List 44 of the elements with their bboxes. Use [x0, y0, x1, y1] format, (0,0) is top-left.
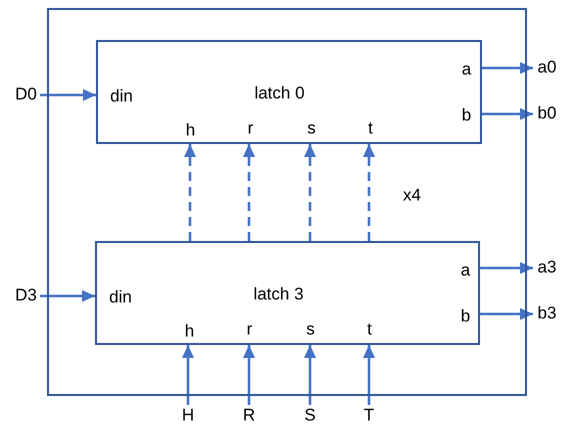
port-label: a	[460, 261, 470, 280]
repeat-count-label: x4	[403, 186, 421, 206]
signal-label: b0	[538, 104, 556, 124]
port-label: h	[186, 121, 196, 140]
latch-block	[94, 240, 480, 344]
port-label: t	[367, 320, 372, 339]
port-label: r	[246, 320, 252, 339]
port-label: din	[109, 288, 132, 307]
signal-label: D3	[15, 286, 37, 306]
port-label: din	[110, 87, 133, 106]
arrow	[243, 345, 255, 405]
dashed-arrow	[363, 144, 375, 241]
port-label: t	[368, 119, 373, 138]
dashed-arrow	[243, 144, 255, 241]
arrow	[182, 345, 194, 405]
arrow	[363, 345, 375, 405]
port-label: s	[307, 119, 316, 138]
latch-block	[96, 40, 482, 144]
block-title: latch 3	[253, 285, 304, 304]
arrow	[40, 89, 96, 101]
signal-label: T	[364, 406, 374, 426]
port-label: r	[248, 119, 254, 138]
port-label: b	[460, 307, 470, 326]
arrow	[304, 345, 316, 405]
arrow	[40, 290, 95, 302]
signal-label: a3	[538, 258, 556, 278]
port-label: a	[462, 60, 472, 79]
arrow	[482, 62, 533, 74]
signal-label: a0	[538, 58, 556, 78]
port-label: b	[462, 106, 472, 125]
arrow	[482, 108, 533, 120]
outer-block-box	[47, 8, 527, 396]
dashed-arrow	[304, 144, 316, 241]
arrow	[480, 308, 533, 320]
port-label: s	[306, 320, 315, 339]
block-title: latch 0	[254, 84, 305, 103]
arrow	[480, 262, 533, 274]
signal-label: b3	[538, 304, 556, 324]
signal-label: H	[182, 406, 194, 426]
signal-label: S	[304, 406, 316, 426]
signal-label: D0	[15, 86, 37, 104]
signal-label: R	[242, 406, 256, 426]
dashed-arrow	[184, 144, 196, 241]
port-label: h	[184, 322, 194, 341]
